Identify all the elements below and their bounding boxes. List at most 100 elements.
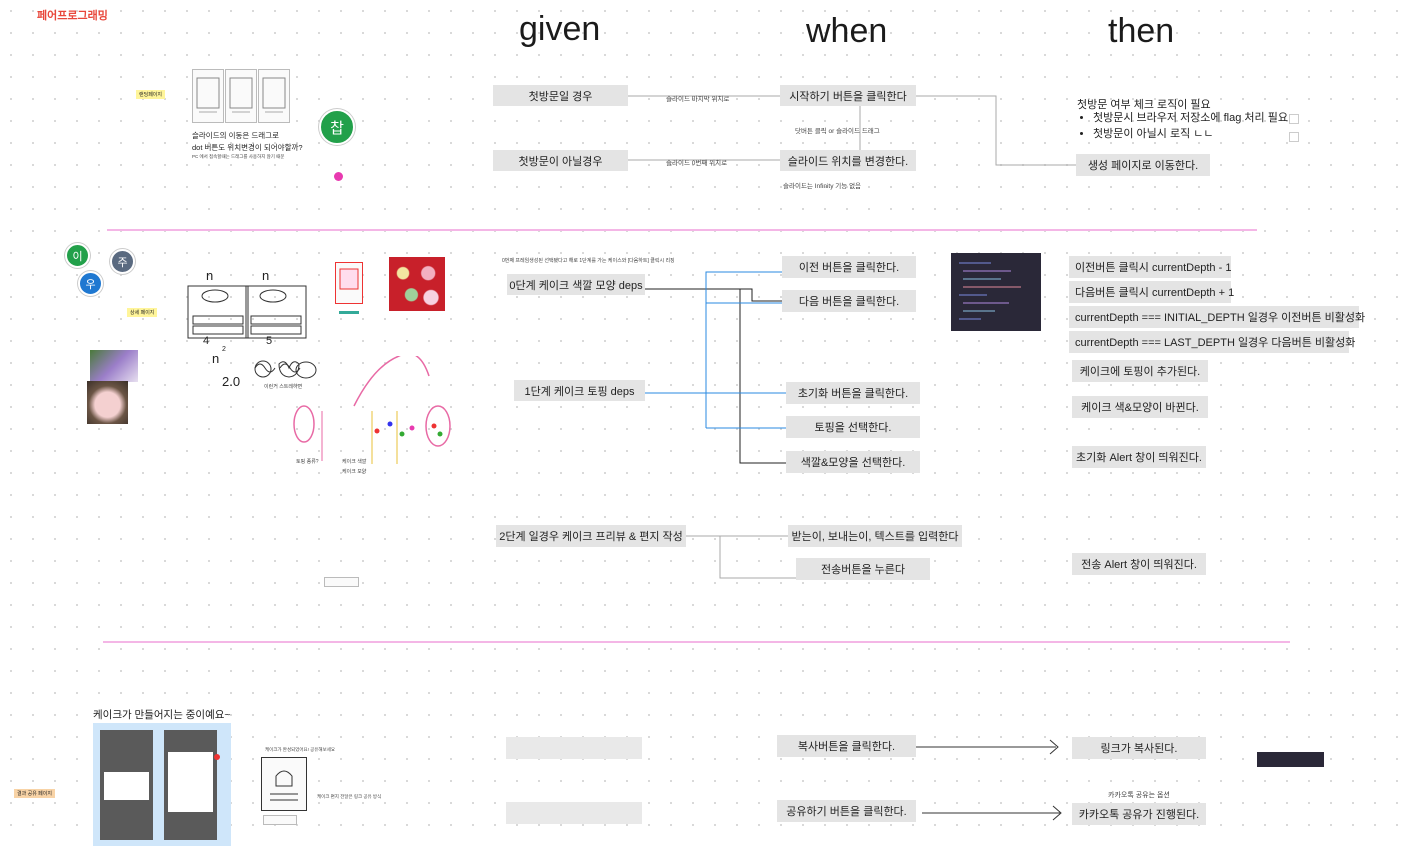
cake-collage-photo — [389, 257, 445, 311]
given-stage-2: 2단계 일경우 케이크 프리뷰 & 편지 작성 — [496, 525, 686, 547]
mid-note-zero-slide: 슬라이드 0번째 위치로 — [666, 160, 728, 167]
sketch-20: 2.0 — [222, 374, 241, 389]
section2-top-note: 0번째 프레임생성된 선택됐다고 해로 1단계를 가는 케이스와 [다음하트] … — [502, 258, 675, 264]
modal-card — [168, 752, 213, 812]
when-select-color-shape: 색깔&모양을 선택한다. — [786, 451, 920, 473]
when-send-button: 전송버튼을 누른다 — [796, 558, 930, 580]
code-snippet-small — [1257, 752, 1324, 767]
wireframe-card-3[interactable] — [258, 69, 290, 123]
wireframe-card-1[interactable] — [192, 69, 224, 123]
then-kakao-share: 카카오톡 공유가 진행된다. — [1072, 803, 1206, 825]
bowl-label-shape: 케이크 모양 — [342, 469, 367, 475]
topping-bowl-sketch — [293, 356, 451, 464]
then-bullet-2: 첫방문이 아닐시 로직 ㄴㄴ — [1093, 126, 1288, 142]
when-start-button: 시작하기 버튼을 클릭한다 — [780, 85, 916, 106]
section-divider-1 — [107, 229, 1257, 231]
checkbox-icon[interactable] — [1289, 114, 1299, 124]
cake-sketch-icon — [270, 770, 298, 801]
mid-note-last-slide: 슬라이드 마지막 위치로 — [666, 96, 730, 103]
checkbox-icon[interactable] — [1289, 132, 1299, 142]
wireframe-card-2[interactable] — [225, 69, 257, 123]
small-note-link-share: 케이크 편지 전달은 링크 공유 방식 — [317, 794, 382, 799]
copy-link-input[interactable] — [263, 815, 297, 825]
bowl-label-topping: 토핑 종류? — [296, 459, 319, 465]
green-bar — [339, 311, 359, 314]
sketch-5: 5 — [266, 335, 273, 347]
avatar-chap[interactable]: 찹 — [319, 109, 355, 145]
avatar-ju[interactable]: 주 — [110, 249, 135, 274]
phone-mockup[interactable] — [335, 262, 363, 304]
cake-photo-1 — [90, 350, 138, 382]
then-topping-added: 케이크에 토핑이 추가된다. — [1072, 360, 1208, 382]
wireframe-sketch-icon — [262, 77, 286, 113]
phone-screen-right[interactable] — [164, 730, 217, 840]
shape-caption: 이런거 스트레하면 — [264, 384, 303, 390]
red-dot-icon — [214, 754, 220, 760]
then-initial-depth: currentDepth === INITIAL_DEPTH 일경우 이전버튼 … — [1069, 306, 1365, 328]
sketch-2: 2 — [222, 346, 226, 353]
then-bullet-1: 첫방문시 브라우저 저장소에 flag 처리 필요 — [1093, 110, 1288, 126]
then-move-create-page: 생성 페이지로 이동한다. — [1076, 154, 1210, 176]
given-blank-2 — [506, 802, 642, 824]
when-infinity-note: 슬라이드는 Infinity 기능 없음 — [783, 183, 862, 190]
sticky-detail-page: 상세 페이지 — [127, 308, 158, 317]
pink-dot-icon — [334, 172, 343, 181]
section3-caption: 케이크가 만들어지는 중이예요~ — [93, 709, 231, 721]
then-color-shape-changed: 케이크 색&모양이 바뀐다. — [1072, 396, 1208, 418]
then-next-depth: 다음버튼 클릭시 currentDepth + 1 — [1069, 281, 1234, 303]
then-header: then — [1108, 12, 1175, 50]
given-stage-0: 0단계 케이크 색깔 모양 deps — [507, 274, 645, 295]
sketch-note-line-1: 슬라이드의 이동은 드래그로 — [192, 131, 279, 140]
heart-shape-icons — [254, 360, 317, 379]
board-title: 페어프로그래밍 — [37, 10, 108, 22]
given-first-visit: 첫방문일 경우 — [493, 85, 628, 106]
modal-card — [104, 772, 149, 800]
sticky-share-page: 결과 공유 페이지 — [14, 789, 55, 798]
given-blank-1 — [506, 737, 642, 759]
then-check-title: 첫방문 여부 체크 로직이 필요 — [1077, 99, 1211, 111]
when-dot-drag-note: 닷버튼 클릭 or 슬라이드 드래그 — [795, 128, 880, 135]
then-reset-alert: 초기화 Alert 창이 띄워진다. — [1072, 446, 1206, 468]
when-select-topping: 토핑을 선택한다. — [786, 416, 920, 438]
when-share-button: 공유하기 버튼을 클릭한다. — [777, 800, 916, 822]
sketch-note-line-2: dot 버튼도 위치변경이 되어야할까? — [192, 143, 303, 152]
sketch-n: n — [206, 268, 214, 283]
code-screenshot — [951, 253, 1041, 331]
sketch-n: n — [262, 268, 270, 283]
when-copy-button: 복사버튼을 클릭한다. — [777, 735, 916, 757]
section-divider-2 — [103, 641, 1290, 643]
small-card[interactable] — [324, 577, 359, 587]
given-header: given — [519, 10, 601, 48]
code-lines-icon — [959, 262, 1021, 320]
bowl-label-color: 케이크 색깔 — [342, 459, 367, 465]
when-change-slide: 슬라이드 위치를 변경한다. — [780, 150, 916, 171]
result-share-panel — [93, 723, 231, 846]
avatar-u[interactable]: 우 — [78, 271, 103, 296]
when-reset-button: 초기화 버튼을 클릭한다. — [786, 382, 920, 404]
then-send-alert: 전송 Alert 창이 띄워진다. — [1072, 553, 1206, 575]
small-note-complete: 케이크가 완성되었어요! 공유해보세요 — [265, 747, 335, 752]
wireframe-sketch-icon — [196, 77, 220, 113]
then-prev-depth: 이전버튼 클릭시 currentDepth - 1 — [1069, 256, 1231, 278]
then-link-copied: 링크가 복사된다. — [1072, 737, 1206, 759]
kakao-option-note: 카카오톡 공유는 옵션 — [1108, 792, 1170, 799]
when-input-fields: 받는이, 보내는이, 텍스트를 입력한다 — [788, 525, 962, 547]
when-prev-button: 이전 버튼을 클릭한다. — [782, 256, 916, 278]
sticky-main-page: 랜딩페이지 — [136, 90, 166, 99]
cake-preview-icon — [339, 268, 359, 290]
when-next-button: 다음 버튼을 클릭한다. — [782, 290, 916, 312]
cake-sketch-drawing — [187, 285, 307, 373]
given-stage-1: 1단계 케이크 토핑 deps — [514, 380, 645, 401]
phone-screen-left[interactable] — [100, 730, 153, 840]
cake-result-sketch[interactable] — [261, 757, 307, 811]
then-last-depth: currentDepth === LAST_DEPTH 일경우 다음버튼 비활성… — [1069, 331, 1355, 353]
avatar-i[interactable]: 이 — [65, 243, 90, 268]
sketch-n2: n — [212, 351, 220, 366]
sketch-4: 4 — [203, 335, 210, 347]
then-bullets: 첫방문시 브라우저 저장소에 flag 처리 필요 첫방문이 아닐시 로직 ㄴㄴ — [1077, 110, 1288, 142]
sketch-note-line-3: PC 에서 접속할때는 드래그를 사용하지 않기 때문 — [192, 154, 285, 159]
cake-photo-2 — [87, 381, 128, 424]
given-not-first-visit: 첫방문이 아닐경우 — [493, 150, 628, 171]
when-header: when — [806, 12, 888, 50]
